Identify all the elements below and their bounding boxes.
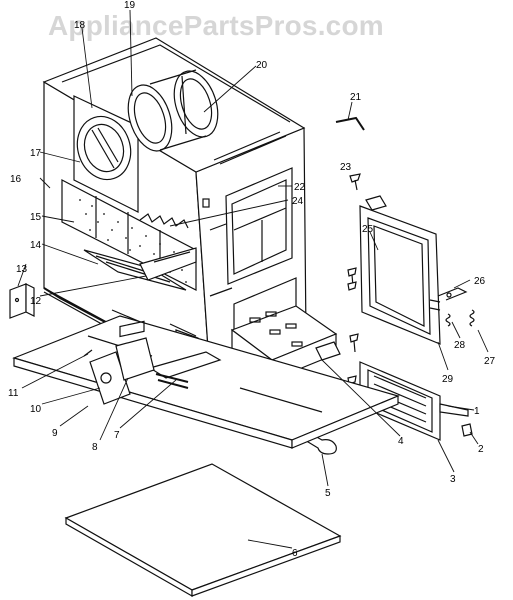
fuel-door-25 bbox=[359, 195, 441, 345]
control-assembly bbox=[83, 320, 189, 405]
part-label-25: 25 bbox=[362, 224, 374, 235]
part-label-27: 27 bbox=[484, 356, 496, 367]
part-label-23: 23 bbox=[340, 162, 352, 173]
part-label-12: 12 bbox=[30, 296, 42, 307]
rear-flue-plate bbox=[73, 95, 139, 213]
part-label-1: 1 bbox=[474, 406, 480, 417]
flue-collars bbox=[127, 69, 219, 152]
part-label-29: 29 bbox=[442, 374, 454, 385]
part-label-11: 11 bbox=[8, 388, 19, 399]
part-label-2: 2 bbox=[478, 444, 484, 455]
part-label-14: 14 bbox=[30, 240, 42, 251]
part-label-10: 10 bbox=[30, 404, 42, 415]
part-label-6: 6 bbox=[292, 548, 298, 559]
part-labels: 1 2 3 4 5 6 7 8 9 10 11 12 13 14 15 16 1… bbox=[8, 0, 496, 559]
bottom-plate-9 bbox=[12, 315, 400, 449]
part-label-13: 13 bbox=[16, 264, 28, 275]
part-label-15: 15 bbox=[30, 212, 42, 223]
part-label-26: 26 bbox=[474, 276, 486, 287]
part-label-8: 8 bbox=[92, 442, 98, 453]
wrench-21 bbox=[335, 116, 365, 131]
bracket-13 bbox=[9, 283, 35, 319]
part-label-21: 21 bbox=[350, 92, 362, 103]
part-label-4: 4 bbox=[398, 436, 404, 447]
leader-lines bbox=[17, 9, 489, 549]
part-label-7: 7 bbox=[114, 430, 120, 441]
part-label-19: 19 bbox=[124, 0, 136, 11]
part-label-17: 17 bbox=[30, 148, 42, 159]
part-label-5: 5 bbox=[325, 488, 331, 499]
door-screws bbox=[347, 267, 359, 395]
firebrick-liner bbox=[61, 179, 197, 291]
hinge-28 bbox=[445, 313, 451, 327]
spring-27 bbox=[469, 309, 475, 327]
part-label-24: 24 bbox=[292, 196, 304, 207]
part-label-9: 9 bbox=[52, 428, 58, 439]
part-label-16: 16 bbox=[10, 174, 22, 185]
watermark-text: AppliancePartsPros.com bbox=[48, 10, 384, 41]
part-label-3: 3 bbox=[450, 474, 456, 485]
part-label-22: 22 bbox=[294, 182, 306, 193]
latch-26 bbox=[437, 287, 468, 301]
hearth-pad-6 bbox=[64, 463, 342, 598]
part-label-18: 18 bbox=[74, 20, 86, 31]
part-label-28: 28 bbox=[454, 340, 466, 351]
screw-23 bbox=[349, 173, 361, 191]
part-label-20: 20 bbox=[256, 60, 268, 71]
